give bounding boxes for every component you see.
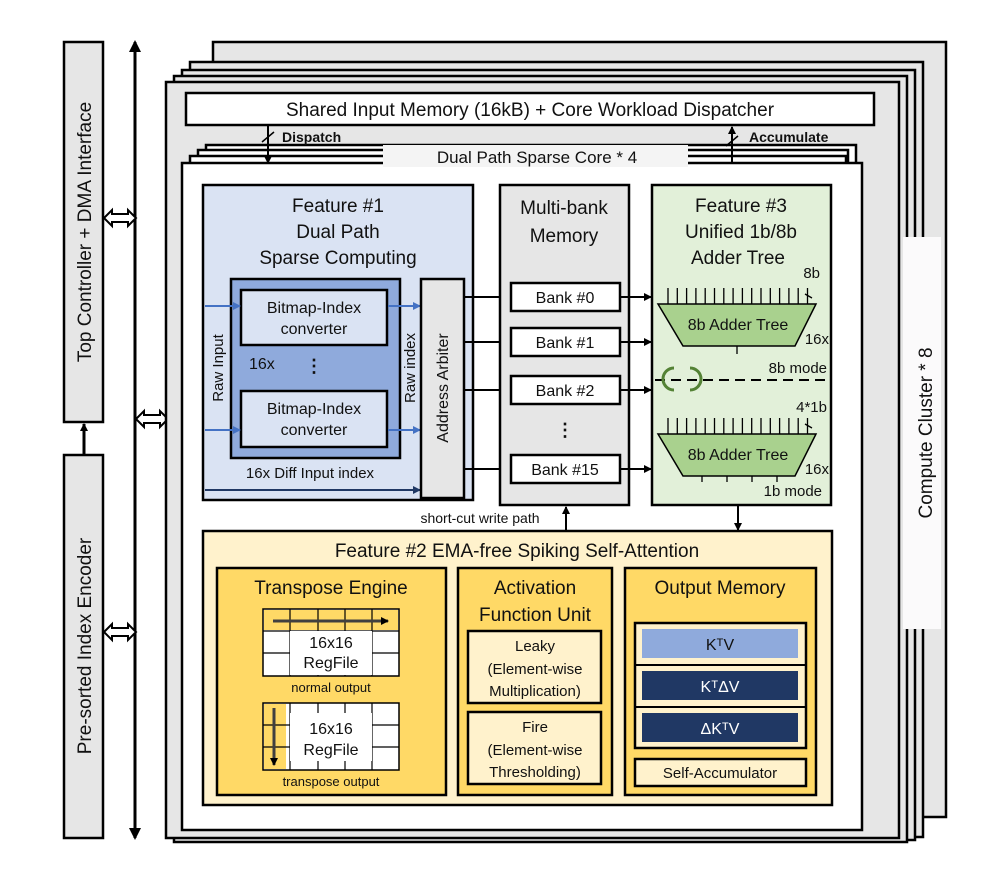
svg-text:Bank #2: Bank #2 [536, 383, 595, 400]
core-label: Dual Path Sparse Core * 4 [437, 148, 637, 167]
adder-tree-8b [656, 303, 818, 347]
svg-text:ΔKᵀV: ΔKᵀV [701, 721, 740, 738]
mode-switch-icon [661, 366, 703, 392]
shortcut-label: short-cut write path [420, 510, 539, 526]
svg-text:Fire: Fire [522, 719, 548, 736]
feature3-title: Unified 1b/8b [685, 222, 797, 243]
address-arbiter [419, 277, 466, 500]
raw-input-label: Raw Input [210, 333, 227, 401]
svg-text:⋮: ⋮ [305, 356, 323, 376]
feature1-title: Feature #1 [292, 196, 384, 217]
feature1-block: Feature #1 Dual Path Sparse Computing Bi… [201, 183, 475, 502]
feature1-title: Sparse Computing [259, 248, 416, 269]
svg-text:Self-Accumulator: Self-Accumulator [663, 765, 777, 782]
svg-text:Activation: Activation [494, 578, 576, 599]
svg-text:Thresholding): Thresholding) [489, 764, 581, 781]
tick [804, 423, 813, 429]
dispatch-label: Dispatch [282, 129, 341, 145]
svg-text:(Element-wise: (Element-wise [487, 742, 582, 759]
top-controller-block: Top Controller + DMA Interface [62, 40, 105, 424]
bidirectional-arrow-icon [103, 623, 137, 641]
multi-bank-memory: Multi-bank Memory Bank #0 Bank #1 Bank #… [498, 183, 631, 507]
fire-unit [466, 710, 603, 786]
svg-text:Bank #0: Bank #0 [536, 290, 595, 307]
dktv-buffer [642, 713, 798, 742]
dispatch-arrow [261, 126, 275, 164]
svg-text:8b Adder Tree: 8b Adder Tree [688, 317, 789, 334]
converter-count: 16x [249, 356, 275, 373]
feature3-title: Feature #3 [695, 196, 787, 217]
top-controller-label: Top Controller + DMA Interface [75, 102, 96, 362]
encoder-label: Pre-sorted Index Encoder [75, 537, 96, 754]
svg-text:1b mode: 1b mode [764, 483, 822, 500]
svg-text:converter: converter [281, 321, 348, 338]
svg-text:8b: 8b [803, 265, 820, 282]
svg-text:Address Arbiter: Address Arbiter [435, 333, 452, 443]
feature1-title: Dual Path [296, 222, 379, 243]
svg-text:Bitmap-Index: Bitmap-Index [267, 401, 361, 418]
svg-text:KᵀV: KᵀV [706, 637, 735, 654]
svg-text:KᵀΔV: KᵀΔV [701, 679, 740, 696]
ktv-buffer [642, 629, 798, 658]
svg-text:transpose output: transpose output [283, 774, 380, 789]
svg-text:16x16: 16x16 [309, 635, 353, 652]
self-accumulator [633, 757, 808, 788]
core-label-background [383, 145, 688, 167]
svg-text:RegFile: RegFile [303, 742, 358, 759]
encoder-block: Pre-sorted Index Encoder [62, 453, 105, 840]
feature2-title: Feature #2 EMA-free Spiking Self-Attenti… [335, 541, 699, 562]
memory-title: Multi-bank [520, 198, 608, 219]
svg-text:8b mode: 8b mode [769, 360, 827, 377]
raw-index-label: Raw index [402, 332, 419, 403]
svg-text:Function Unit: Function Unit [479, 605, 592, 626]
svg-text:Output Memory: Output Memory [655, 578, 786, 599]
bidirectional-arrow-icon [103, 209, 137, 227]
bitmap-index-converter [239, 389, 389, 449]
memory-title: Memory [530, 226, 599, 247]
feature3-block: Feature #3 Unified 1b/8b Adder Tree 8b 8… [650, 183, 833, 507]
ktdv-buffer [642, 671, 798, 700]
accumulate-arrow [725, 126, 739, 163]
bank-15 [509, 453, 622, 485]
cluster-label-background [903, 237, 941, 629]
svg-text:4*1b: 4*1b [796, 399, 827, 416]
cluster-label: Compute Cluster * 8 [916, 347, 937, 518]
bidirectional-arrow-icon [135, 410, 169, 428]
svg-text:Bank #15: Bank #15 [531, 462, 599, 479]
leaky-unit [466, 629, 603, 705]
svg-text:RegFile: RegFile [303, 655, 358, 672]
tick [804, 293, 813, 299]
bitmap-index-converter [239, 288, 389, 347]
adder-tree-1b [656, 433, 818, 477]
svg-text:Leaky: Leaky [515, 638, 556, 655]
svg-text:Bitmap-Index: Bitmap-Index [267, 300, 361, 317]
svg-text:converter: converter [281, 422, 348, 439]
svg-text:8b Adder Tree: 8b Adder Tree [688, 447, 789, 464]
svg-text:normal output: normal output [291, 680, 371, 695]
svg-text:Multiplication): Multiplication) [489, 683, 581, 700]
diff-index-label: 16x Diff Input index [246, 465, 375, 482]
regfile-transpose: 16x16 RegFile [262, 702, 400, 771]
feature3-title: Adder Tree [691, 248, 785, 269]
bank-to-adder-arrows [620, 293, 652, 473]
svg-text:(Element-wise: (Element-wise [487, 661, 582, 678]
accumulate-label: Accumulate [749, 129, 829, 145]
bank-1 [509, 326, 622, 358]
svg-text:Bank #1: Bank #1 [536, 335, 595, 352]
svg-text:Transpose Engine: Transpose Engine [254, 578, 408, 599]
shared-input-memory: Shared Input Memory (16kB) + Core Worklo… [184, 91, 876, 127]
svg-text:16x: 16x [805, 331, 830, 348]
regfile-normal: 16x16 RegFile [262, 608, 400, 677]
svg-text:⋮: ⋮ [556, 420, 574, 440]
svg-text:16x16: 16x16 [309, 721, 353, 738]
svg-text:16x: 16x [805, 461, 830, 478]
shared-memory-label: Shared Input Memory (16kB) + Core Worklo… [286, 100, 775, 121]
feature2-block: Feature #2 EMA-free Spiking Self-Attenti… [201, 529, 834, 807]
